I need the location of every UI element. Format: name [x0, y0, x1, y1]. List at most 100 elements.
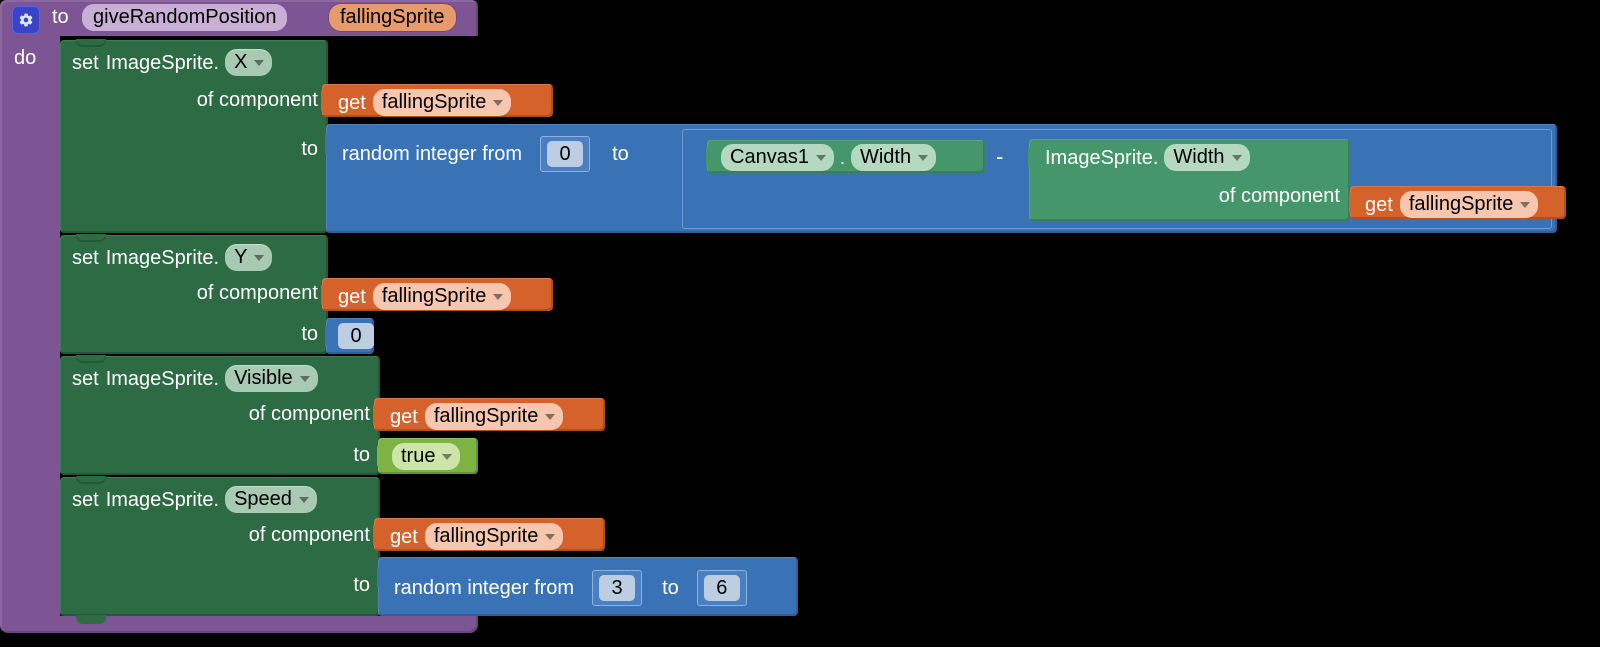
chevron-down-icon — [545, 414, 556, 420]
of-component-label: of component — [196, 282, 318, 304]
random-to-label: to — [612, 143, 629, 165]
property-dropdown-speed-value: Speed — [234, 488, 292, 510]
component-type-label: ImageSprite. — [105, 246, 220, 269]
set-property-block-y[interactable]: set ImageSprite. Y of component to — [60, 234, 328, 354]
number-socket-from[interactable]: 3 — [592, 570, 643, 606]
block-top-notch — [76, 39, 106, 47]
left-plug — [373, 525, 384, 545]
set-label: set — [72, 51, 99, 74]
random-integer-block-1[interactable]: random integer from 0 to Canvas1 . Width — [325, 124, 1566, 233]
property-dropdown-visible-value: Visible — [234, 367, 293, 389]
to-label: to — [353, 444, 370, 466]
procedure-header[interactable]: to giveRandomPosition fallingSprite — [0, 0, 478, 36]
component-dropdown-canvas1[interactable]: Canvas1 — [721, 144, 834, 171]
property-dropdown-speed[interactable]: Speed — [225, 486, 317, 513]
variable-value: fallingSprite — [381, 285, 487, 307]
property-dropdown-visible[interactable]: Visible — [225, 365, 318, 392]
property-dropdown-width[interactable]: Width — [1164, 144, 1250, 171]
logic-true-block[interactable]: true — [377, 438, 478, 474]
gear-icon[interactable] — [12, 6, 40, 34]
subtract-block[interactable]: Canvas1 . Width - ImageSprite. — [682, 129, 1566, 229]
to-label: to — [301, 323, 318, 345]
left-plug — [373, 405, 384, 425]
component-type-label: ImageSprite. — [1045, 146, 1159, 169]
chevron-down-icon — [298, 497, 309, 503]
variable-dropdown-fallingSprite[interactable]: fallingSprite — [372, 89, 512, 116]
chevron-down-icon — [254, 60, 265, 66]
random-integer-label: random integer from — [342, 143, 523, 165]
get-variable-block-1[interactable]: get fallingSprite — [321, 84, 553, 117]
property-value: Width — [859, 146, 912, 168]
get-label: get — [1365, 193, 1393, 216]
component-type-label: ImageSprite. — [105, 367, 220, 390]
of-component-label: of component — [1218, 185, 1340, 207]
left-plug — [321, 91, 332, 111]
variable-value: fallingSprite — [381, 91, 487, 113]
number-block-y[interactable]: 0 — [325, 318, 374, 354]
variable-dropdown-fallingSprite[interactable]: fallingSprite — [424, 403, 564, 430]
procedure-parameter-fallingSprite[interactable]: fallingSprite — [329, 4, 456, 31]
procedure-to-label: to — [52, 6, 69, 28]
set-label: set — [72, 246, 99, 269]
random-integer-label: random integer from — [394, 577, 575, 599]
set-property-block-visible[interactable]: set ImageSprite. Visible of component to — [60, 355, 380, 475]
of-component-label: of component — [248, 403, 370, 425]
left-plug — [1349, 193, 1360, 213]
get-label: get — [390, 405, 418, 428]
component-type-label: ImageSprite. — [105, 51, 220, 74]
number-socket-from[interactable]: 0 — [540, 136, 591, 172]
procedure-do-label: do — [14, 47, 37, 69]
random-integer-block-2[interactable]: random integer from 3 to 6 — [377, 557, 798, 616]
left-plug — [321, 285, 332, 305]
set-property-block-x[interactable]: set ImageSprite. X of component to — [60, 39, 328, 233]
to-label: to — [301, 138, 318, 160]
number-field-to[interactable]: 6 — [703, 575, 740, 601]
number-field-from[interactable]: 0 — [547, 141, 584, 167]
left-plug — [706, 147, 717, 167]
of-component-label: of component — [196, 89, 318, 111]
chevron-down-icon — [545, 534, 556, 540]
chevron-down-icon — [1231, 155, 1242, 161]
procedure-name-field[interactable]: giveRandomPosition — [82, 4, 288, 31]
block-top-notch — [76, 355, 106, 363]
left-plug — [325, 326, 336, 346]
get-variable-block-3[interactable]: get fallingSprite — [321, 278, 553, 311]
chevron-down-icon — [442, 454, 453, 460]
get-variable-block-2[interactable]: get fallingSprite — [1349, 186, 1566, 219]
chevron-down-icon — [918, 155, 929, 161]
get-label: get — [390, 525, 418, 548]
variable-value: fallingSprite — [433, 405, 539, 427]
variable-dropdown-fallingSprite[interactable]: fallingSprite — [372, 283, 512, 310]
property-dropdown-y-value: Y — [234, 246, 248, 268]
of-component-label: of component — [248, 524, 370, 546]
variable-dropdown-fallingSprite[interactable]: fallingSprite — [1399, 191, 1539, 218]
left-plug — [377, 446, 388, 466]
property-dropdown-width[interactable]: Width — [850, 144, 937, 171]
boolean-dropdown-true[interactable]: true — [392, 443, 461, 470]
to-label: to — [353, 574, 370, 596]
block-bottom-notch — [76, 615, 106, 624]
chevron-down-icon — [815, 155, 826, 161]
number-field-zero[interactable]: 0 — [338, 323, 374, 349]
chevron-down-icon — [493, 100, 504, 106]
set-property-block-speed[interactable]: set ImageSprite. Speed of component to — [60, 476, 380, 624]
chevron-down-icon — [254, 255, 265, 261]
variable-dropdown-fallingSprite[interactable]: fallingSprite — [424, 523, 564, 550]
get-variable-block-5[interactable]: get fallingSprite — [373, 518, 605, 551]
subtract-operator: - — [996, 144, 1004, 169]
variable-value: fallingSprite — [1408, 193, 1514, 215]
number-socket-to[interactable]: 6 — [696, 570, 747, 606]
get-label: get — [338, 285, 366, 308]
property-dropdown-y[interactable]: Y — [225, 244, 273, 271]
get-variable-block-4[interactable]: get fallingSprite — [373, 398, 605, 431]
property-dropdown-x[interactable]: X — [225, 49, 273, 76]
left-plug — [325, 134, 336, 154]
number-field-from[interactable]: 3 — [599, 575, 636, 601]
variable-value: fallingSprite — [433, 525, 539, 547]
get-label: get — [338, 91, 366, 114]
random-to-label: to — [662, 577, 679, 599]
component-property-getter-imagesprite-width[interactable]: ImageSprite. Width of component — [1028, 139, 1350, 221]
property-dropdown-x-value: X — [234, 51, 248, 73]
component-property-getter-canvas1-width[interactable]: Canvas1 . Width — [706, 140, 985, 173]
